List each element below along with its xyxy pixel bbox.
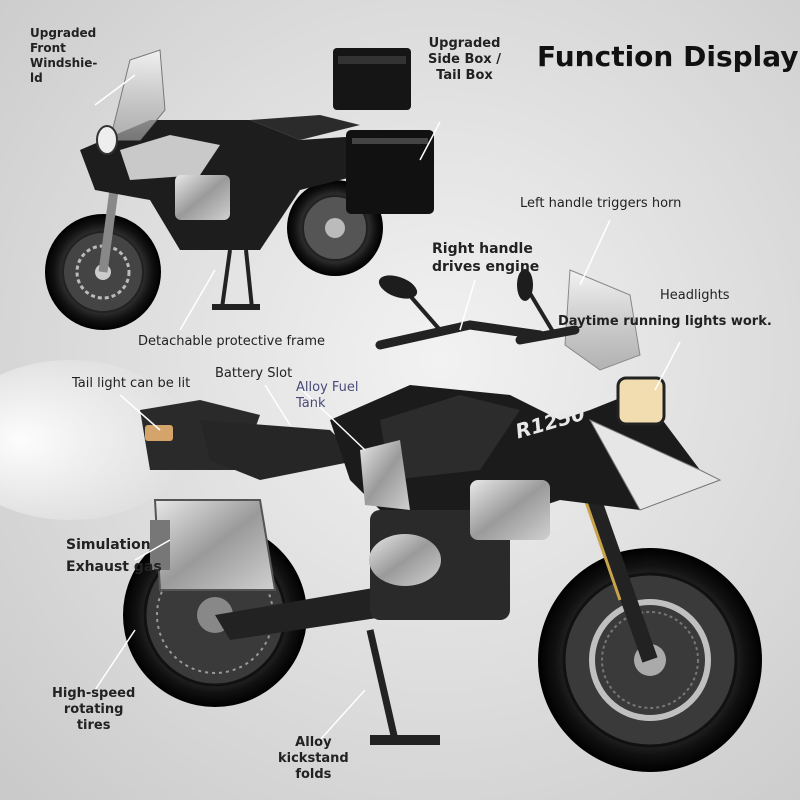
label-right-handle: Right handle drives engine (432, 241, 540, 275)
label-left-handle: Left handle triggers horn (520, 196, 682, 211)
label-tail-light: Tail light can be lit (72, 376, 191, 391)
label-daytime-running-lights: Daytime running lights work. (558, 314, 772, 329)
label-tires: High-speed rotating tires (52, 686, 136, 733)
label-kickstand: Alloy kickstand folds (278, 735, 349, 782)
label-fuel-tank: Alloy Fuel Tank (296, 380, 359, 411)
page-title: Function Display (537, 40, 799, 73)
label-headlights: Headlights (660, 288, 730, 303)
label-exhaust: Simulation Exhaust gas (66, 537, 162, 575)
exhaust-smoke (0, 360, 190, 520)
label-protective-frame: Detachable protective frame (138, 334, 326, 349)
label-side-box: Upgraded Side Box / Tail Box (428, 36, 501, 83)
large-motorcycle: R1250 (123, 269, 762, 772)
small-motorcycle (45, 48, 434, 330)
label-battery-slot: Battery Slot (215, 366, 293, 381)
label-windshield: Upgraded Front Windshie- ld (30, 26, 98, 85)
callout-lines (94, 74, 681, 741)
